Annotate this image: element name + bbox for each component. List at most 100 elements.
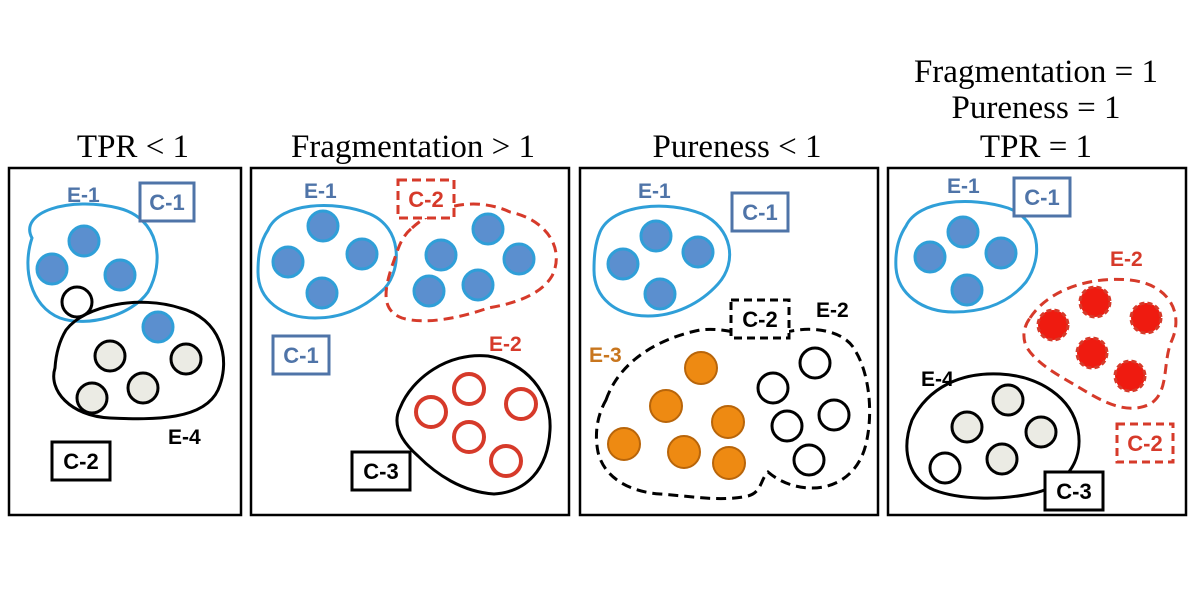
label-e4: E-4 bbox=[921, 368, 954, 391]
cluster-e1-outline bbox=[256, 204, 398, 320]
entity-dot-blue bbox=[946, 215, 980, 249]
cluster-e4-outline bbox=[905, 372, 1081, 500]
panel-1-frame bbox=[7, 166, 243, 517]
label-e1: E-1 bbox=[304, 180, 337, 203]
entity-dot-blue bbox=[67, 224, 101, 258]
cluster-c2-dashed-outline bbox=[1022, 277, 1178, 410]
panel-4-frame bbox=[886, 166, 1188, 517]
entity-dot-red bbox=[1036, 308, 1070, 342]
label-c1: C-1 bbox=[1024, 185, 1059, 210]
panel-2-frame bbox=[249, 166, 571, 517]
c3-box bbox=[1043, 470, 1105, 512]
label-e4: E-4 bbox=[168, 426, 201, 449]
entity-dot-blue bbox=[606, 247, 640, 281]
cluster-c2-dashed-outline bbox=[384, 202, 558, 323]
cluster-e1-outline bbox=[894, 200, 1039, 314]
entity-dot-white bbox=[928, 451, 962, 485]
entity-dot-red-ring bbox=[452, 372, 486, 406]
label-c2: C-2 bbox=[742, 307, 777, 332]
entity-dot-orange bbox=[607, 427, 641, 461]
entity-dot-blue bbox=[461, 268, 495, 302]
entity-dot-orange bbox=[712, 446, 746, 480]
c2-box bbox=[50, 440, 112, 482]
c1-box bbox=[138, 181, 196, 223]
entity-dot-red-ring bbox=[489, 444, 523, 478]
entity-dot-gray bbox=[93, 339, 127, 373]
entity-dot-white bbox=[770, 409, 804, 443]
c1-box bbox=[271, 334, 331, 376]
entity-dot-blue bbox=[471, 212, 505, 246]
c3-box bbox=[350, 450, 412, 492]
entity-dot-red bbox=[1113, 359, 1147, 393]
label-e1: E-1 bbox=[67, 184, 100, 207]
entity-dot-orange bbox=[667, 435, 701, 469]
label-e3: E-3 bbox=[589, 344, 622, 367]
entity-dot-white bbox=[798, 346, 832, 380]
panel-3-frame bbox=[578, 166, 880, 517]
panel-4-title-line-3: TPR = 1 bbox=[980, 129, 1092, 165]
entity-dot-blue bbox=[913, 240, 947, 274]
entity-dot-red-ring bbox=[452, 420, 486, 454]
entity-dot-blue bbox=[950, 273, 984, 307]
entity-dot-gray bbox=[985, 442, 1019, 476]
entity-dot-white bbox=[60, 285, 94, 319]
cluster-c2-dashed-outline bbox=[594, 327, 872, 501]
entity-dot-orange bbox=[711, 405, 745, 439]
entity-dot-blue bbox=[639, 219, 673, 253]
entity-dot-white bbox=[756, 371, 790, 405]
entity-dot-red bbox=[1129, 301, 1163, 335]
entity-dot-blue bbox=[345, 237, 379, 271]
entity-dot-red-ring bbox=[504, 387, 538, 421]
panel-3: E-1 C-1 C-2 E-2 E-3 bbox=[589, 180, 872, 501]
entity-dot-blue bbox=[424, 238, 458, 272]
entity-dot-gray bbox=[75, 381, 109, 415]
entity-dot-blue bbox=[35, 252, 69, 286]
entity-dot-red-ring bbox=[414, 395, 448, 429]
entity-dot-gray bbox=[169, 342, 203, 376]
entity-dot-red bbox=[1078, 285, 1112, 319]
entity-dot-orange bbox=[684, 351, 718, 385]
panel-2: E-1 C-2 C-1 E-2 C-3 bbox=[256, 178, 558, 496]
label-c3: C-3 bbox=[1056, 479, 1091, 504]
label-e1: E-1 bbox=[638, 180, 671, 203]
panel-1-title: TPR < 1 bbox=[77, 129, 189, 165]
entity-dot-blue bbox=[141, 310, 175, 344]
entity-dot-blue bbox=[306, 209, 340, 243]
entity-dot-blue bbox=[305, 276, 339, 310]
entity-dot-white bbox=[792, 443, 826, 477]
c2-dashed-box bbox=[396, 178, 456, 220]
entity-dot-blue bbox=[681, 235, 715, 269]
entity-dot-blue bbox=[643, 277, 677, 311]
c1-box bbox=[1012, 176, 1072, 218]
cluster-e4-outline bbox=[52, 300, 226, 421]
panel-2-title: Fragmentation > 1 bbox=[291, 129, 535, 165]
label-c1: C-1 bbox=[742, 200, 777, 225]
label-e2: E-2 bbox=[489, 333, 522, 356]
cluster-e2-outline bbox=[395, 354, 552, 496]
panel-4-title-line-1: Fragmentation = 1 bbox=[914, 54, 1158, 90]
cluster-e1-outline bbox=[592, 204, 732, 318]
label-e1: E-1 bbox=[947, 175, 980, 198]
entity-dot-blue bbox=[412, 274, 446, 308]
label-c2: C-2 bbox=[408, 187, 443, 212]
label-e2: E-2 bbox=[816, 299, 849, 322]
label-c1: C-1 bbox=[283, 343, 318, 368]
label-e2: E-2 bbox=[1110, 248, 1143, 271]
entity-dot-white bbox=[817, 398, 851, 432]
panel-4-title-line-2: Pureness = 1 bbox=[952, 90, 1121, 126]
entity-dot-red bbox=[1075, 336, 1109, 370]
c2-dashed-box bbox=[1115, 422, 1175, 464]
entity-dot-gray bbox=[950, 410, 984, 444]
c1-box bbox=[730, 191, 790, 233]
label-c1: C-1 bbox=[149, 190, 184, 215]
entity-dot-gray bbox=[991, 383, 1025, 417]
panel-1: E-1 C-1 C-2 E-4 bbox=[26, 181, 226, 482]
c2-dashed-box bbox=[729, 298, 791, 340]
entity-dot-blue bbox=[271, 245, 305, 279]
entity-dot-gray bbox=[126, 371, 160, 405]
cluster-e1-outline bbox=[26, 202, 159, 323]
entity-dot-blue bbox=[103, 258, 137, 292]
label-c2: C-2 bbox=[63, 449, 98, 474]
entity-dot-orange bbox=[649, 389, 683, 423]
